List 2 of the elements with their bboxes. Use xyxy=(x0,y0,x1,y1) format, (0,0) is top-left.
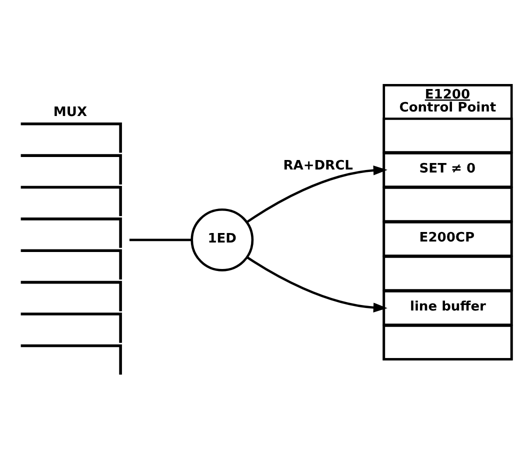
edge-label: RA+DRCL xyxy=(283,158,353,173)
node-text: MUX xyxy=(53,104,88,120)
